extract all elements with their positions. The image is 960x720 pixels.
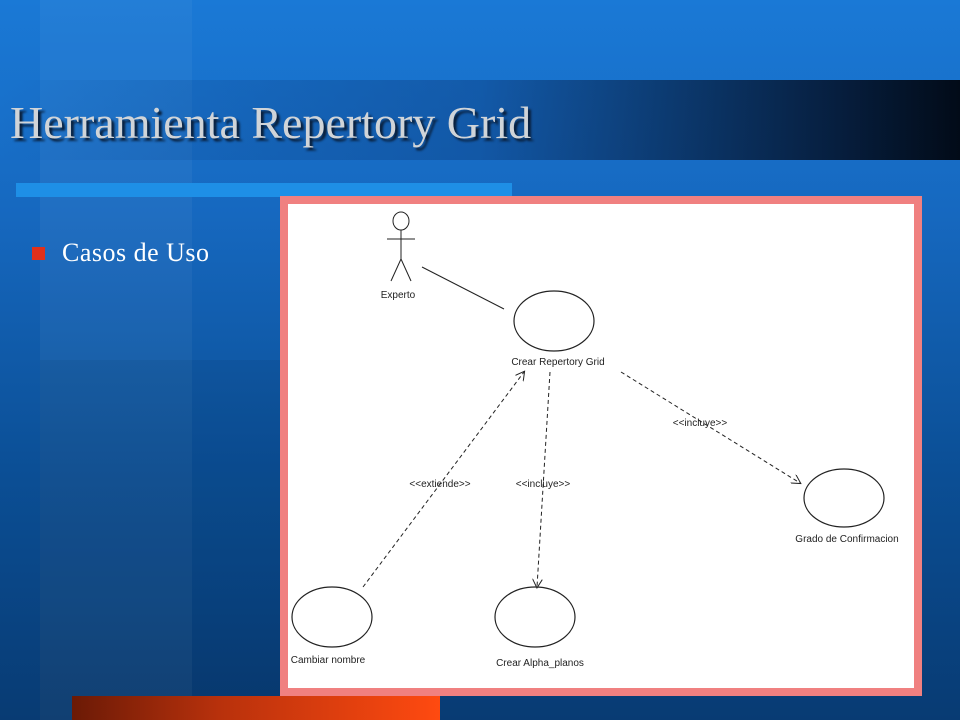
association-line — [421, 266, 505, 310]
actor-experto: Experto — [381, 211, 416, 301]
include-dependency-line-grado — [620, 371, 800, 483]
title-underline — [16, 183, 512, 197]
use-case-diagram: Experto Crear Repertory Grid Grado de Co… — [291, 211, 899, 669]
actor-label: Experto — [381, 290, 416, 301]
use-case-label: Grado de Confirmacion — [795, 534, 898, 545]
use-case-ellipse — [803, 468, 885, 528]
include-dependency-line-alpha — [537, 371, 551, 587]
actor-head-icon — [392, 211, 410, 231]
include-stereotype-label-alpha: <<incluye>> — [516, 479, 571, 490]
bullet-item: Casos de Uso — [32, 238, 210, 268]
bottom-accent-bar — [72, 696, 440, 720]
actor-right-leg — [400, 258, 412, 282]
use-case-label: Crear Repertory Grid — [511, 357, 604, 368]
slide-title: Herramienta Repertory Grid — [10, 97, 532, 148]
use-case-cambiar-nombre: Cambiar nombre — [291, 586, 373, 666]
extend-stereotype-label: <<extiende>> — [409, 479, 470, 490]
bullet-text: Casos de Uso — [62, 238, 210, 267]
extend-dependency-line — [362, 372, 524, 588]
use-case-label: Crear Alpha_planos — [496, 658, 584, 669]
use-case-ellipse — [513, 290, 595, 352]
use-case-diagram-frame: Experto Crear Repertory Grid Grado de Co… — [280, 196, 922, 696]
use-case-crear-alpha-planos: Crear Alpha_planos — [494, 586, 584, 669]
use-case-ellipse — [291, 586, 373, 648]
include-stereotype-label-grado: <<incluye>> — [673, 418, 728, 429]
title-bar — [0, 80, 960, 160]
use-case-ellipse — [494, 586, 576, 648]
actor-left-leg — [390, 258, 402, 282]
use-case-grado-de-confirmacion: Grado de Confirmacion — [795, 468, 899, 545]
background-band-lower — [40, 360, 280, 720]
use-case-crear-repertory-grid: Crear Repertory Grid — [511, 290, 605, 368]
bullet-square-icon — [32, 246, 45, 260]
use-case-label: Cambiar nombre — [291, 655, 366, 666]
